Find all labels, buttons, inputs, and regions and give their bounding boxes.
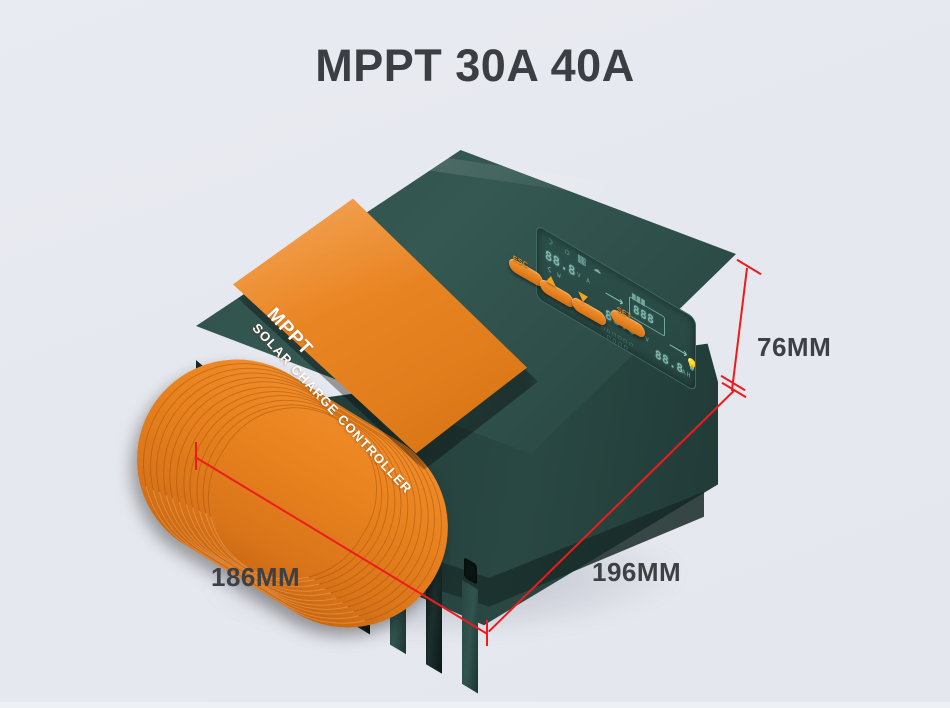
- background-bottom-strip: [0, 702, 950, 708]
- solar-panel-icon: ▦: [577, 252, 587, 269]
- triangle-lid: MPPT SOLAR CHARGE CONTROLLER: [230, 196, 530, 497]
- dim-cap-width-end: [486, 620, 488, 646]
- moon-icon: ☽: [546, 234, 554, 249]
- lcd-unit-pv: V A: [577, 271, 591, 287]
- cloud-icon: ☁: [593, 262, 601, 277]
- dim-label-depth: 196MM: [592, 557, 682, 587]
- dim-cap-width-start: [195, 442, 197, 470]
- sun-icon: ☼: [563, 243, 572, 259]
- dim-label-height: 76MM: [757, 332, 832, 362]
- lcd-left-sub-label: W: [557, 271, 562, 282]
- dim-label-width: 186MM: [211, 562, 301, 592]
- heat-sink-fin: [462, 579, 478, 694]
- page-title: MPPT 30A 40A: [315, 40, 635, 91]
- arrow-right-icon: ⟶: [605, 284, 624, 311]
